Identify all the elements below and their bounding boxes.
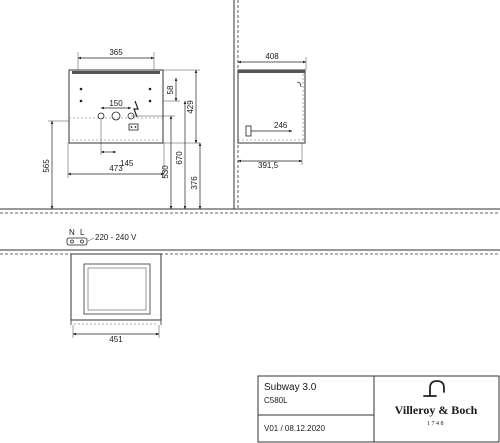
terminal-l: L — [80, 228, 85, 237]
brand-name: Villeroy & Boch — [395, 403, 478, 417]
plan-view: 451 — [70, 253, 162, 344]
dim-right-height: 429 — [186, 100, 195, 114]
dim-width-top: 365 — [109, 48, 123, 57]
terminal-block-icon — [66, 237, 88, 246]
brand-year: 1748 — [427, 421, 445, 427]
terminal-n: N — [69, 228, 75, 237]
electrical-connection: N L 220 - 240 V — [66, 228, 137, 246]
title-block: Subway 3.0 C580L V01 / 08.12.2020 Viller… — [257, 375, 500, 443]
brand-logo-icon — [423, 380, 445, 397]
wall-lines — [0, 0, 500, 255]
side-view: 408 246 391,5 — [237, 52, 307, 170]
product-code: C580L — [264, 396, 288, 405]
dim-depth-bottom: 391,5 — [258, 161, 279, 170]
socket-icon — [128, 123, 139, 131]
dim-plan-width: 451 — [109, 335, 123, 344]
product-name: Subway 3.0 — [264, 382, 317, 393]
front-view: 365 150 145 473 58 429 670 530 376 — [42, 48, 202, 210]
voltage-label: 220 - 240 V — [95, 233, 137, 242]
electrical-hazard-icon — [133, 100, 139, 118]
dim-total-width: 473 — [109, 164, 123, 173]
dim-depth-inner: 246 — [274, 121, 288, 130]
dim-right-offset: 58 — [166, 85, 175, 94]
dim-height-b: 530 — [161, 165, 170, 179]
dim-bottom-inner: 145 — [120, 159, 134, 168]
dim-depth-top: 408 — [265, 52, 279, 61]
version-date: V01 / 08.12.2020 — [264, 424, 325, 433]
dim-height-a: 670 — [175, 151, 184, 165]
dim-inner-width: 150 — [109, 99, 123, 108]
dim-left-height: 565 — [42, 159, 51, 173]
dim-height-c: 376 — [190, 176, 199, 190]
